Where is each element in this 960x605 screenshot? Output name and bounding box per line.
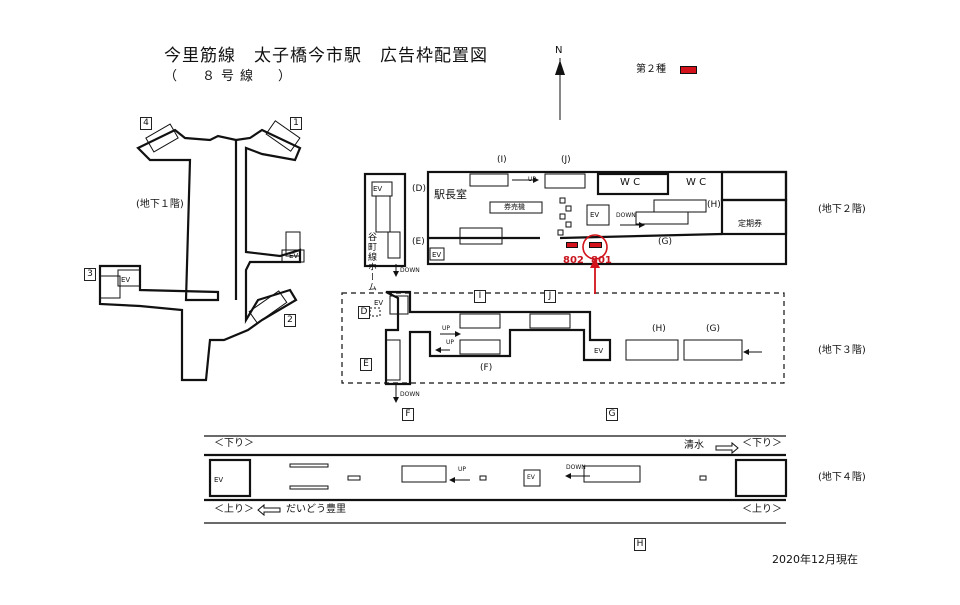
floor-b1: (地下１階) [136, 199, 184, 210]
b3-e: E [360, 358, 372, 371]
arrow-left-icon [257, 503, 281, 517]
exit-2: 2 [284, 314, 296, 327]
b4-shimizu: 清水 [684, 440, 704, 451]
below-g: G [606, 408, 618, 421]
red-arrow-icon [590, 258, 600, 268]
b2-down2: DOWN [400, 267, 420, 274]
b3-frame [341, 292, 785, 384]
page-title: 今里筋線 太子橋今市駅 広告枠配置図 [164, 46, 488, 66]
b2-wc1: W C [620, 177, 641, 188]
b2-pass: 定期券 [738, 219, 762, 228]
b2-j: (J) [561, 155, 571, 165]
b3-ev: EV [374, 299, 384, 307]
floor-b4: (地下４階) [818, 472, 866, 483]
as-of-date: 2020年12月現在 [772, 553, 858, 566]
b2-d: (D) [412, 184, 426, 194]
below-f: F [402, 408, 414, 421]
ad-label-802: 802 [563, 255, 584, 266]
b3-i: I [474, 290, 486, 303]
b2-ev-left: EV [373, 185, 383, 193]
b2-i: (I) [497, 155, 507, 165]
b2-h: (H) [707, 200, 721, 210]
below-h: H [634, 538, 646, 551]
ad-label-801: 801 [591, 255, 612, 266]
b4-down: DOWN [566, 464, 586, 471]
b4-ev2: EV [527, 474, 535, 481]
b4-stairs [289, 463, 707, 490]
b3-up1: UP [442, 325, 451, 332]
exit-1: 1 [290, 117, 302, 130]
north-label: N [555, 45, 563, 56]
b2-ev-b1: EV [289, 252, 299, 260]
b4-up-left: ＜上り＞ [214, 504, 254, 515]
b3-outline [384, 290, 612, 386]
b3-d: D [358, 306, 370, 319]
b4-down-right: ＜下り＞ [742, 438, 782, 449]
b2-g: (G) [658, 237, 672, 247]
ad-panel-802[interactable] [566, 242, 578, 248]
exit-3: 3 [84, 268, 96, 281]
b3-up2: UP [446, 339, 455, 346]
legend-label: 第２種 [636, 64, 666, 75]
b2-down: DOWN [616, 212, 636, 219]
b3-down: DOWN [400, 391, 420, 398]
b2-up: UP [528, 176, 537, 183]
b2-ev-bottom: EV [432, 251, 442, 259]
b4-up-right: ＜上り＞ [742, 504, 782, 515]
b3-ev2: EV [594, 347, 604, 355]
legend-swatch [680, 66, 697, 74]
b2-ev-center: EV [590, 211, 600, 219]
page-subtitle: （ ８号線 ） [164, 69, 298, 84]
b3-g: (G) [706, 324, 720, 334]
b1-stairs [99, 120, 305, 324]
b3-h: (H) [652, 324, 666, 334]
floor-b2: (地下２階) [818, 204, 866, 215]
north-arrow-icon [555, 60, 565, 75]
b2-stairs [371, 173, 707, 261]
exit-4: 4 [140, 117, 152, 130]
ad-panel-801[interactable] [589, 242, 602, 248]
b2-wc2: W C [686, 177, 707, 188]
b4-toyosato: だいどう豊里 [286, 504, 346, 515]
b3-f: (F) [480, 363, 493, 373]
b4-down-left: ＜下り＞ [214, 438, 254, 449]
b3-j: J [544, 290, 556, 303]
floor-b3: (地下３階) [818, 345, 866, 356]
arrow-right-icon [715, 441, 739, 455]
tanimachi-platform: 谷町線ホーム [366, 232, 376, 292]
b2-ev-b1-left: EV [121, 276, 131, 284]
b2-e: (E) [412, 237, 425, 247]
b2-tickets: 券売機 [504, 203, 525, 211]
b4-up: UP [458, 466, 467, 473]
b3-stairs [369, 295, 743, 381]
b2-office: 駅長室 [434, 188, 467, 201]
b4-ev1: EV [214, 476, 224, 484]
b1-outline [98, 128, 302, 382]
